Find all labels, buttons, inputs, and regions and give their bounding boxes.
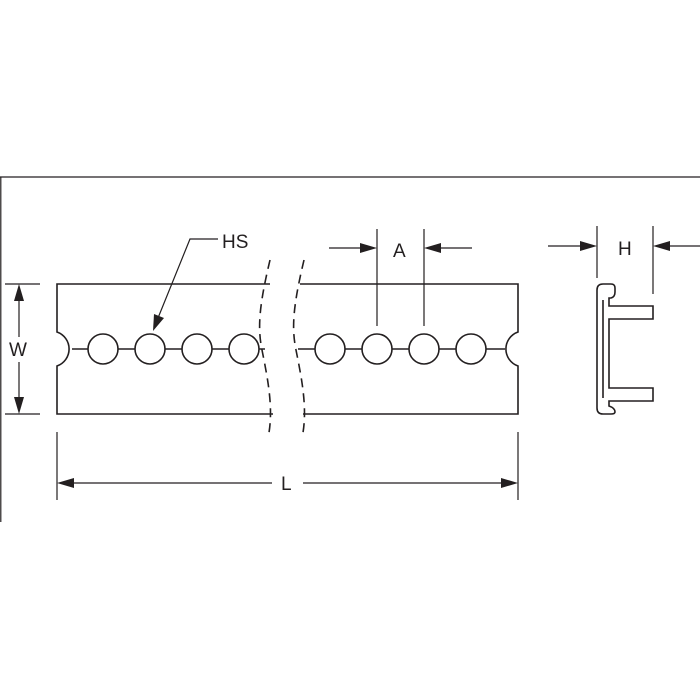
h-dimension: H [548,226,700,294]
hole [87,333,119,365]
hole [134,333,166,365]
side-profile [596,283,654,415]
w-label: W [9,340,27,361]
w-dimension: W [5,283,40,415]
hole [228,333,260,365]
hole [455,333,487,365]
break-line-left [258,259,272,439]
l-dimension: L [56,432,519,500]
a-dimension: A [329,229,472,326]
hole [408,333,440,365]
hs-callout: HS [153,232,248,331]
hs-label: HS [222,232,248,253]
hole [314,333,346,365]
strip-left-outline [56,283,273,415]
a-label: A [393,241,406,262]
frame-border [0,176,700,522]
break-line-right [292,259,306,439]
hole [181,333,213,365]
l-label: L [281,474,292,495]
strip-right-outline [300,283,519,415]
h-label: H [618,239,632,260]
hole [361,333,393,365]
